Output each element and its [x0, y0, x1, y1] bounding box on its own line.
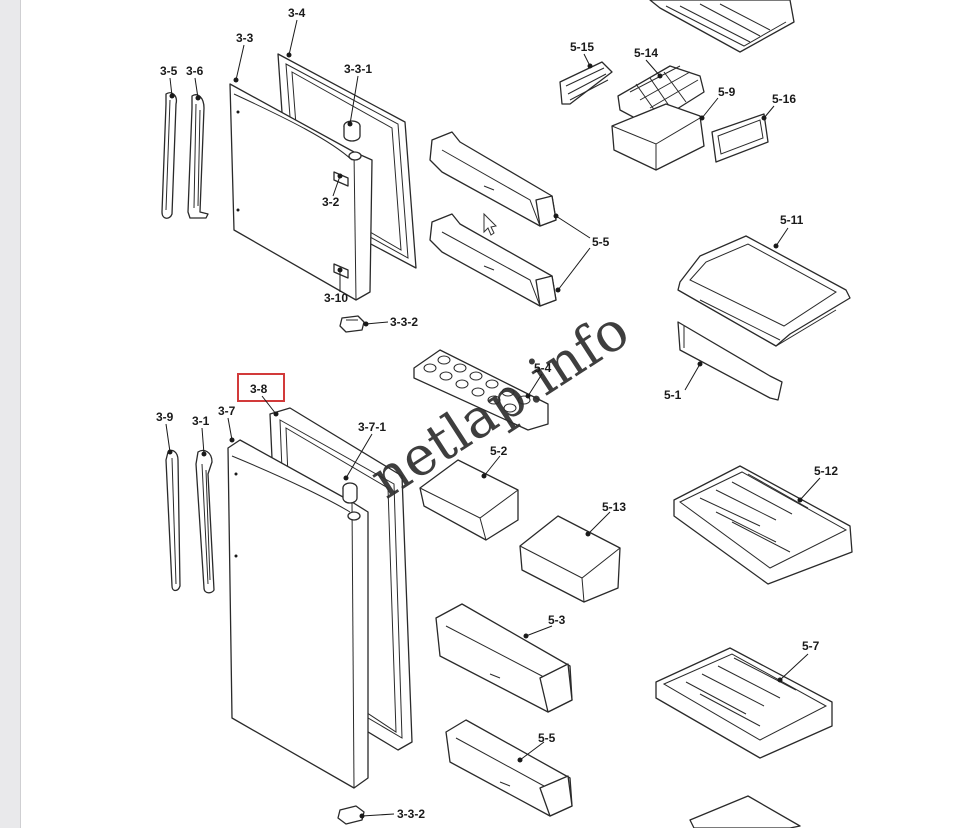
label-5-9: 5-9	[718, 85, 736, 99]
bin-5-5-upper-a	[429, 131, 557, 227]
label-5-7: 5-7	[802, 639, 820, 653]
watermark-text: netlap.info	[359, 298, 640, 511]
label-3-6: 3-6	[186, 64, 204, 78]
label-3-7: 3-7	[218, 404, 236, 418]
label-3-8: 3-8	[250, 382, 268, 396]
ice-scoop-5-15	[559, 61, 613, 105]
door-3-7	[227, 439, 369, 789]
handle-3-6	[187, 94, 209, 219]
label-3-3-1: 3-3-1	[344, 62, 372, 76]
label-3-4: 3-4	[288, 6, 306, 20]
egg-tray-5-4	[413, 349, 549, 431]
label-5-11: 5-11	[780, 213, 804, 227]
bin-5-3	[435, 603, 573, 713]
label-3-5: 3-5	[160, 64, 178, 78]
label-3-3-2-bottom: 3-3-2	[397, 807, 425, 821]
leader-lines	[165, 19, 821, 819]
crisper-5-11	[677, 235, 851, 347]
label-5-4: 5-4	[534, 361, 552, 375]
ice-box-5-9	[611, 103, 705, 171]
label-5-12: 5-12	[814, 464, 838, 478]
bin-5-2	[419, 459, 519, 541]
cover-5-16	[711, 113, 769, 163]
bin-5-13	[519, 515, 621, 603]
shelf-5-12	[673, 465, 853, 585]
label-5-14: 5-14	[634, 46, 658, 60]
label-5-16: 5-16	[772, 92, 796, 106]
shelf-top-partial	[649, 0, 795, 53]
cursor-arrow-icon	[483, 212, 498, 236]
label-5-3: 5-3	[548, 613, 566, 627]
label-5-15: 5-15	[570, 40, 594, 54]
label-3-2: 3-2	[322, 195, 340, 209]
hinge-3-3-2-top	[339, 315, 365, 333]
label-3-7-1: 3-7-1	[358, 420, 386, 434]
label-3-3-2-top: 3-3-2	[390, 315, 418, 329]
hinge-3-3-2-bottom	[337, 805, 365, 825]
hinge-3-3-1	[343, 120, 362, 161]
rail-5-1	[677, 321, 783, 401]
handle-3-1	[195, 449, 215, 594]
label-5-5-upper: 5-5	[592, 235, 610, 249]
label-3-1: 3-1	[192, 414, 210, 428]
handle-3-9	[165, 449, 181, 592]
bin-5-5-lower	[445, 719, 573, 817]
bin-5-5-upper-b	[429, 213, 557, 307]
handle-3-5	[161, 92, 178, 219]
part-labels: 3-4 3-3 3-5 3-6 3-3-1 3-2 3-10 3-3-2 3-8…	[156, 6, 838, 821]
label-5-1: 5-1	[664, 388, 682, 402]
label-3-9: 3-9	[156, 410, 174, 424]
shelf-bottom-partial	[689, 795, 801, 828]
label-5-2: 5-2	[490, 444, 508, 458]
label-3-3: 3-3	[236, 31, 254, 45]
label-5-13: 5-13	[602, 500, 626, 514]
shelf-5-7	[655, 647, 833, 759]
ice-tray-5-14	[617, 65, 705, 127]
label-5-5-lower: 5-5	[538, 731, 556, 745]
hinge-3-7-1	[342, 482, 361, 521]
highlight-box	[237, 373, 285, 402]
label-3-10: 3-10	[324, 291, 348, 305]
